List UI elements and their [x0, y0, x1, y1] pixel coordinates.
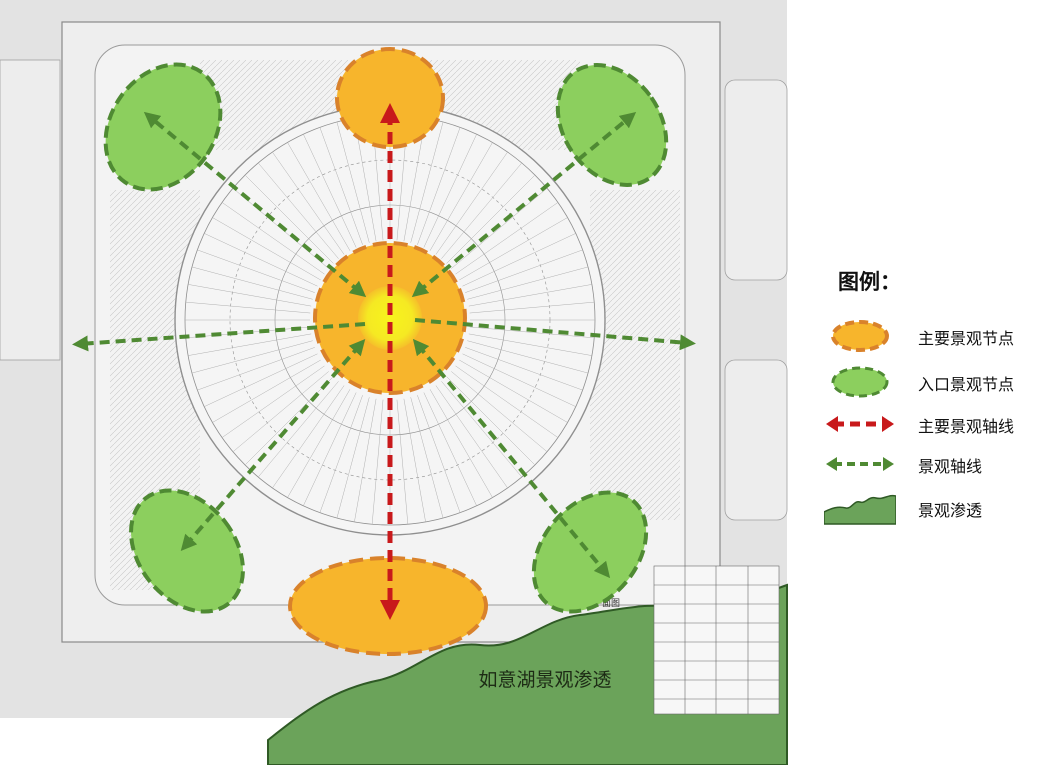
- legend-item-entry-node: 入口景观节点: [824, 364, 1039, 400]
- axis-northeast: [411, 111, 637, 298]
- axis-legend-icon: [826, 457, 894, 471]
- axis-southwest: [180, 338, 366, 552]
- lake-label: 如意湖景观渗透: [478, 669, 611, 691]
- penetration-legend-icon: [824, 494, 896, 525]
- legend-title: 图例：: [838, 270, 901, 294]
- axis-east: [414, 318, 696, 351]
- main-axis-legend-icon: [826, 416, 894, 432]
- legend-item-axis: 景观轴线: [824, 446, 1039, 482]
- legend-item-main-axis: 主要景观轴线: [824, 406, 1039, 442]
- roof-line: [469, 301, 595, 314]
- legend-label-axis: 景观轴线: [918, 457, 983, 476]
- drawing-legend-table: [653, 565, 780, 715]
- legend-label-main-axis: 主要景观轴线: [918, 417, 1015, 436]
- roof-line: [469, 326, 595, 339]
- main-node-legend-icon: [831, 320, 889, 352]
- landscape-axes: [72, 111, 696, 579]
- legend-item-penetration: 景观渗透: [824, 490, 1039, 526]
- legend-item-main-node: 主要景观节点: [824, 318, 1039, 354]
- axis-southeast: [412, 338, 611, 579]
- entry-node-legend-icon: [831, 366, 889, 398]
- roof-line: [185, 301, 311, 314]
- legend-label-penetration: 景观渗透: [918, 501, 983, 520]
- axis-northwest: [143, 111, 367, 298]
- legend-label-main-node: 主要景观节点: [918, 329, 1015, 348]
- legend-label-entry-node: 入口景观节点: [918, 375, 1015, 394]
